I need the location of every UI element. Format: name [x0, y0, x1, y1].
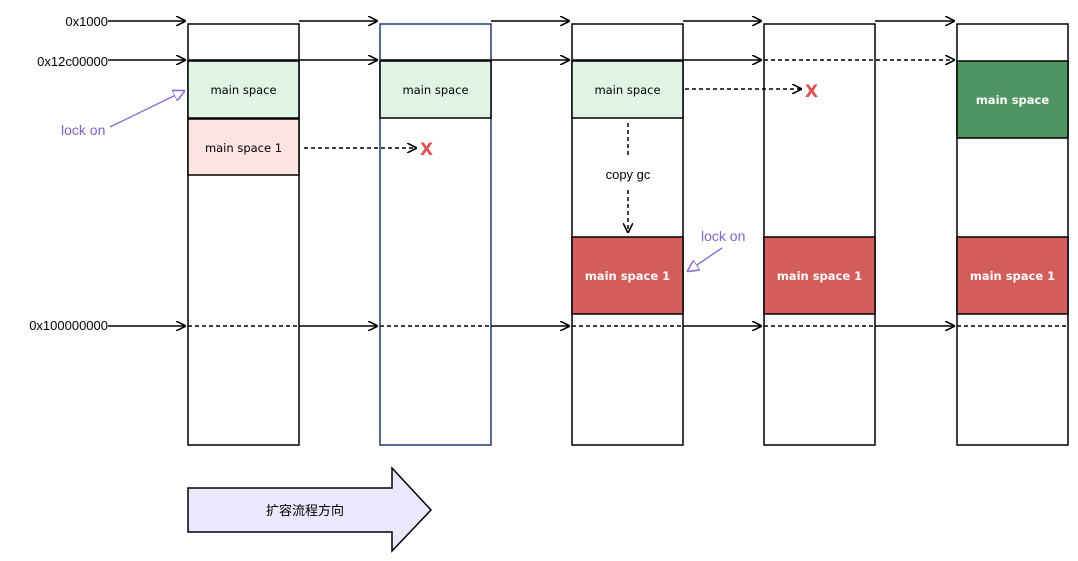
col2-main-space-block: main space: [379, 60, 492, 119]
col1-main-space-block: main space: [187, 60, 300, 119]
col3-main-space-label: main space: [594, 83, 660, 97]
col3-release-x: X: [805, 82, 818, 102]
col5-main-space-1-label: main space 1: [970, 269, 1055, 283]
copy-gc-label: copy gc: [606, 167, 651, 182]
col5-main-space-block: main space: [956, 60, 1069, 139]
address-label-0x100000000: 0x100000000: [29, 318, 108, 333]
col1-lock-on-label: lock on: [61, 122, 105, 138]
col3-main-space-1-label: main space 1: [585, 269, 670, 283]
col5-main-space-1-block: main space 1: [956, 236, 1069, 315]
memory-column-4: [763, 23, 876, 446]
col4-main-space-1-block: main space 1: [763, 236, 876, 315]
col4-main-space-1-label: main space 1: [777, 269, 862, 283]
address-label-0x1000: 0x1000: [65, 14, 108, 29]
address-label-0x12c00000: 0x12c00000: [37, 54, 108, 69]
col3-main-space-block: main space: [571, 60, 684, 119]
col1-main-space-1-label: main space 1: [205, 141, 282, 155]
col5-main-space-label: main space: [976, 93, 1050, 107]
col1-main-space-1-block: main space 1: [187, 118, 300, 176]
col1-lock-on-arrow: [109, 91, 184, 128]
col3-main-space-1-block: main space 1: [571, 236, 684, 315]
col1-main-space-label: main space: [210, 83, 276, 97]
expansion-direction-label: 扩容流程方向: [266, 503, 344, 519]
expansion-direction-arrow: 扩容流程方向: [187, 466, 433, 553]
col3-lock-on-label: lock on: [701, 228, 745, 244]
col2-main-space-label: main space: [402, 83, 468, 97]
col1-release-x: X: [420, 140, 433, 160]
col3-lock-on-arrow: [688, 247, 723, 271]
